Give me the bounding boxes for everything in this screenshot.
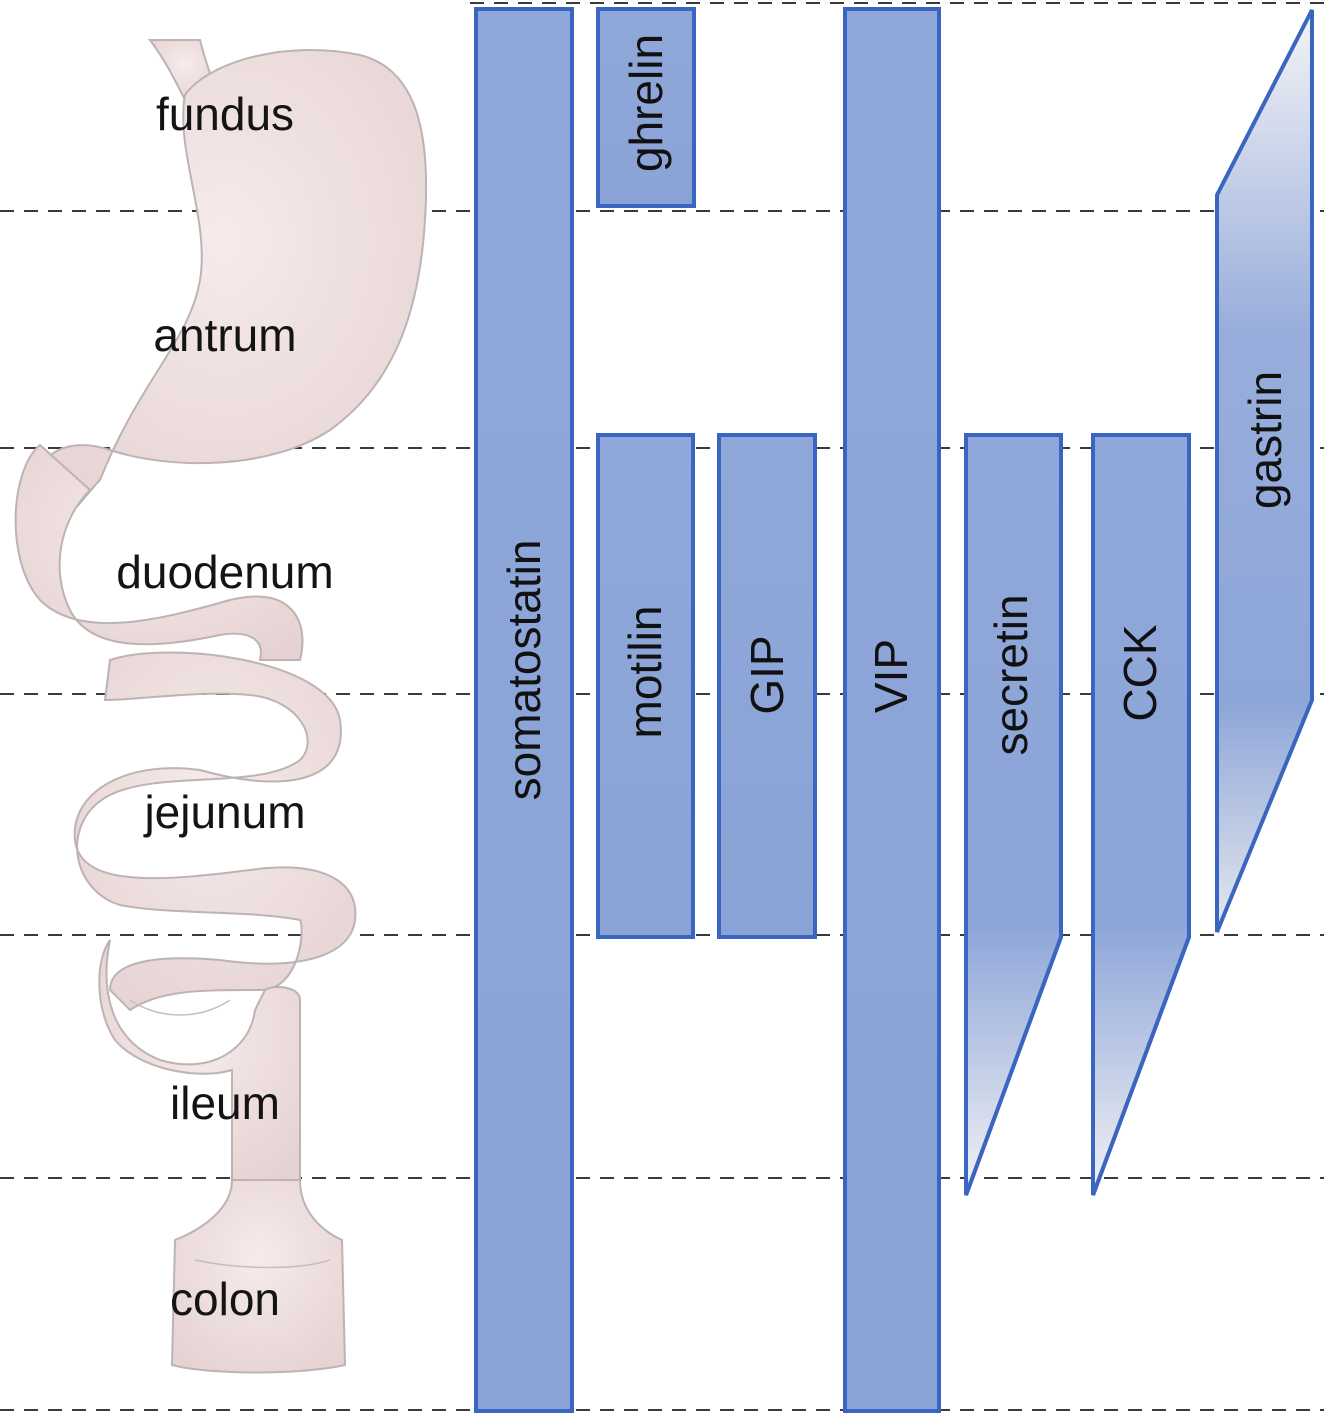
somatostatin-label: somatostatin [498, 540, 550, 801]
gi-tract-illustration [16, 40, 427, 1373]
region-label-fundus: fundus [156, 88, 294, 140]
vip-label: VIP [865, 639, 917, 713]
region-label-antrum: antrum [153, 309, 296, 361]
hormone-bars: somatostatin ghrelin motilin GIP VIP sec… [476, 9, 1312, 1411]
secretin-label: secretin [985, 594, 1037, 755]
gastrin-label: gastrin [1239, 371, 1291, 509]
region-label-duodenum: duodenum [116, 546, 333, 598]
region-label-colon: colon [170, 1273, 280, 1325]
region-label-ileum: ileum [170, 1077, 280, 1129]
ghrelin-label: ghrelin [620, 34, 672, 172]
region-label-jejunum: jejunum [142, 786, 305, 838]
cck-label: CCK [1114, 624, 1166, 721]
motilin-label: motilin [619, 606, 671, 739]
gip-label: GIP [741, 635, 793, 714]
